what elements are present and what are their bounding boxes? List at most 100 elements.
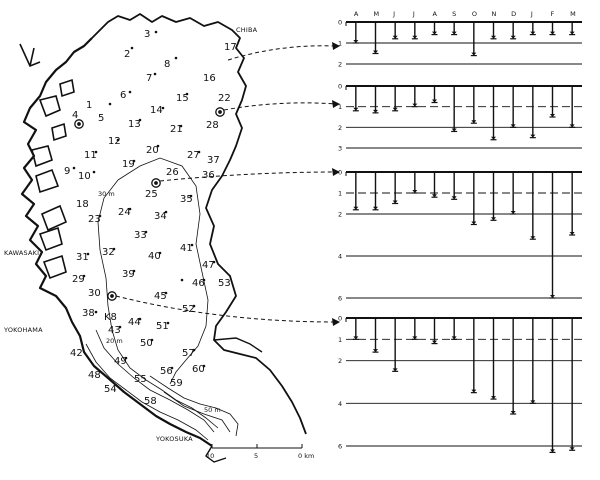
panel-3-bar-head-2: [392, 368, 398, 372]
station-14: 14: [150, 105, 163, 116]
station-45: 45: [154, 291, 167, 302]
station-25: 25: [145, 189, 158, 200]
month-label-9: J: [530, 10, 533, 18]
panel-3-bar-head-9: [530, 400, 536, 404]
station-9: 9: [64, 166, 70, 177]
station-49: 49: [114, 356, 127, 367]
month-label-0: A: [354, 10, 359, 18]
panel-3-bar-head-10: [550, 449, 555, 453]
station-48: 48: [88, 370, 101, 381]
panel-3-bar-head-5: [451, 336, 457, 340]
place-chiba: CHIBA: [236, 26, 258, 34]
panel-0-bar-head-8: [510, 35, 516, 39]
panel-1-bar-head-6: [471, 120, 477, 124]
station-40: 40: [148, 251, 161, 262]
contour-label-20m: 20 m: [106, 337, 123, 345]
station-19: 19: [122, 159, 135, 170]
panel-2-bar-head-0: [353, 206, 359, 210]
contour-20m: [95, 329, 215, 433]
panel-0-bar-head-4: [432, 31, 437, 35]
north-arrow-icon: [19, 43, 41, 68]
scale-label-0km: 0 km: [298, 452, 314, 460]
contour-30m-west: [97, 179, 219, 429]
panel-3-depth-tick-2: 2: [338, 357, 342, 365]
panel-2-depth-tick-2: 2: [338, 211, 342, 219]
panel-3-depth-tick-0: 0: [338, 315, 342, 323]
panel-0-bar-head-10: [550, 31, 555, 35]
panel-3-bar-head-7: [491, 396, 496, 400]
station-k8: K8: [104, 312, 117, 323]
panel-0-depth-tick-0: 0: [338, 19, 342, 27]
station-3: 3: [144, 29, 150, 40]
station-27: 27: [187, 150, 200, 161]
station-17: 17: [224, 42, 237, 53]
panel-2-bar-head-10: [550, 295, 555, 298]
panel-0-bar-head-9: [530, 31, 536, 35]
east-coast-south: [213, 337, 263, 353]
panel-0-bar-head-6: [471, 52, 477, 56]
station-55: 55: [134, 374, 147, 385]
station-24: 24: [118, 207, 131, 218]
panel-0-bar-head-1: [373, 50, 378, 54]
panel-0-bar-head-2: [392, 35, 398, 39]
station-2: 2: [124, 49, 130, 60]
month-label-2: J: [392, 10, 395, 18]
station-15: 15: [176, 93, 189, 104]
station-labels: 1 2 3 4 5 6 7 8 9 10 11 12 13 14 15 16 1…: [64, 29, 237, 407]
station-35: 35: [180, 194, 193, 205]
contour-10m: [85, 343, 209, 441]
panel-0-depth-tick-2: 2: [338, 61, 342, 69]
station-29: 29: [72, 274, 85, 285]
station-54: 54: [104, 384, 117, 395]
station-26: 26: [166, 167, 179, 178]
panel-3-bar-head-6: [471, 389, 477, 393]
station-52: 52: [182, 304, 195, 315]
panel-2-bar-head-11: [569, 232, 575, 235]
scale-label-5: 5: [254, 452, 258, 460]
leader-lines: [115, 45, 337, 323]
month-label-5: S: [452, 10, 456, 18]
place-kawasaki: KAWASAKI: [4, 249, 39, 257]
month-label-3: J: [412, 10, 415, 18]
place-yokosuka: YOKOSUKA: [155, 435, 193, 443]
station-51: 51: [156, 321, 169, 332]
panel-0-bar-head-5: [451, 31, 457, 35]
station-8: 8: [164, 59, 170, 70]
station-33: 33: [134, 230, 147, 241]
station-10: 10: [78, 171, 91, 182]
station-21: 21: [170, 124, 183, 135]
panel-0-bar-head-3: [412, 35, 418, 39]
panel-1-bar-head-3: [412, 103, 418, 107]
station-34: 34: [154, 211, 167, 222]
panel-1-depth-tick-1: 1: [338, 103, 342, 111]
panel-0-depth-tick-1: 1: [338, 40, 342, 48]
station-32: 32: [102, 247, 115, 258]
panel-1-bar-head-11: [569, 124, 575, 128]
station-31: 31: [76, 252, 89, 263]
station-11: 11: [84, 150, 97, 161]
station-1: 1: [86, 100, 92, 111]
station-16: 16: [203, 73, 216, 84]
station-47: 47: [202, 260, 215, 271]
panel-1-bar-head-7: [491, 136, 496, 140]
station-7: 7: [146, 73, 152, 84]
station-28: 28: [206, 120, 219, 131]
station-12: 12: [108, 136, 121, 147]
month-label-7: N: [492, 10, 497, 18]
month-label-6: O: [472, 10, 477, 18]
station-4: 4: [72, 110, 78, 121]
station-43: 43: [108, 325, 121, 336]
panel-2-bar-head-1: [373, 206, 378, 210]
contour-30m: [117, 157, 209, 385]
station-36: 36: [202, 170, 215, 181]
panel-1-bar-head-2: [392, 107, 398, 111]
panel-2-bar-head-5: [451, 196, 457, 200]
panel-0-bar-head-11: [569, 31, 575, 35]
month-label-1: M: [374, 10, 380, 18]
panel-2-depth-tick-4: 4: [338, 253, 342, 261]
station-57: 57: [182, 348, 195, 359]
panel-2-bar-head-6: [471, 221, 477, 225]
coastline: [91, 13, 307, 435]
